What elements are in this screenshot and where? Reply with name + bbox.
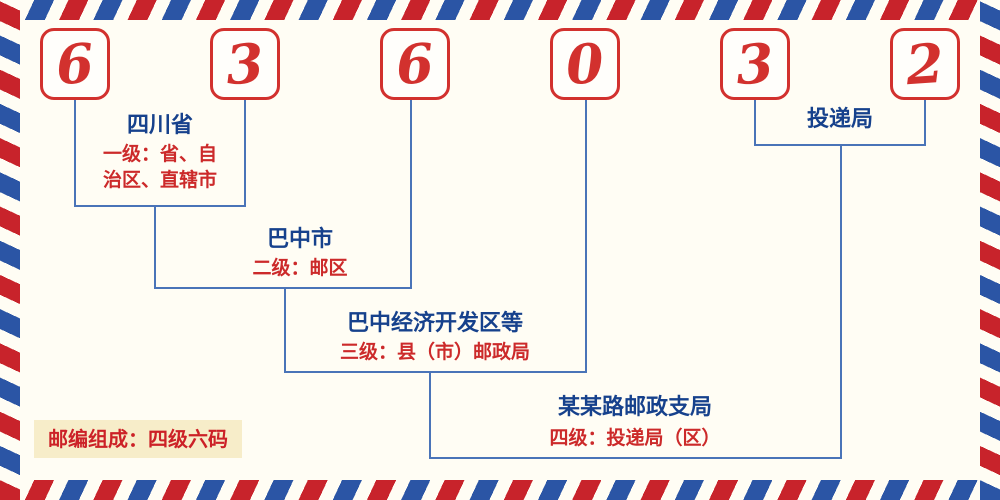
composition-badge: 邮编组成：四级六码 — [34, 420, 242, 458]
digit-6: 2 — [904, 30, 946, 98]
connector-level3-up — [585, 100, 587, 373]
envelope-border-top — [0, 0, 1000, 20]
connector-level1-right — [244, 100, 246, 207]
digit-box-2: 3 — [210, 28, 280, 100]
digit-box-3: 6 — [380, 28, 450, 100]
connector-level1-bottom — [74, 205, 246, 207]
connector-level2-bottom — [154, 287, 412, 289]
level4-desc: 四级：投递局（区） — [549, 427, 721, 449]
connector-level4-bottom — [429, 457, 842, 459]
digit-2: 3 — [224, 30, 266, 98]
level1-desc-line2: 治区、直辖市 — [102, 168, 217, 191]
connector-level4-down — [429, 371, 431, 459]
level2-title: 巴中市 — [266, 227, 333, 252]
digit-4: 0 — [564, 30, 606, 98]
level2-desc: 二级：邮区 — [252, 257, 348, 279]
digit-box-4: 0 — [550, 28, 620, 100]
connector-delivery-left — [754, 100, 756, 146]
connector-level3-bottom — [284, 371, 587, 373]
connector-level2-down — [154, 205, 156, 289]
level1-title: 四川省 — [126, 113, 193, 138]
level1-desc: 一级：省、自 治区、直辖市 — [60, 142, 260, 193]
connector-level3-down — [284, 287, 286, 373]
connector-delivery-bottom — [754, 144, 926, 146]
level4-title: 某某路邮政支局 — [557, 395, 712, 420]
digit-box-1: 6 — [40, 28, 110, 100]
digit-3: 6 — [394, 30, 436, 98]
connector-level1-left — [74, 100, 76, 207]
connector-delivery-right — [924, 100, 926, 146]
envelope-border-right — [980, 0, 1000, 500]
level3-title: 巴中经济开发区等 — [346, 311, 523, 336]
digit-1: 6 — [54, 30, 96, 98]
digit-box-5: 3 — [720, 28, 790, 100]
envelope-border-bottom — [0, 480, 1000, 500]
connector-level4-up — [840, 144, 842, 459]
digit-box-6: 2 — [890, 28, 960, 100]
level3-desc: 三级：县（市）邮政局 — [339, 341, 530, 363]
level1-desc-line1: 一级：省、自 — [102, 143, 217, 165]
digit-5: 3 — [734, 30, 776, 98]
connector-level2-up — [410, 100, 412, 289]
delivery-title: 投递局 — [806, 107, 873, 132]
envelope-border-left — [0, 0, 20, 500]
